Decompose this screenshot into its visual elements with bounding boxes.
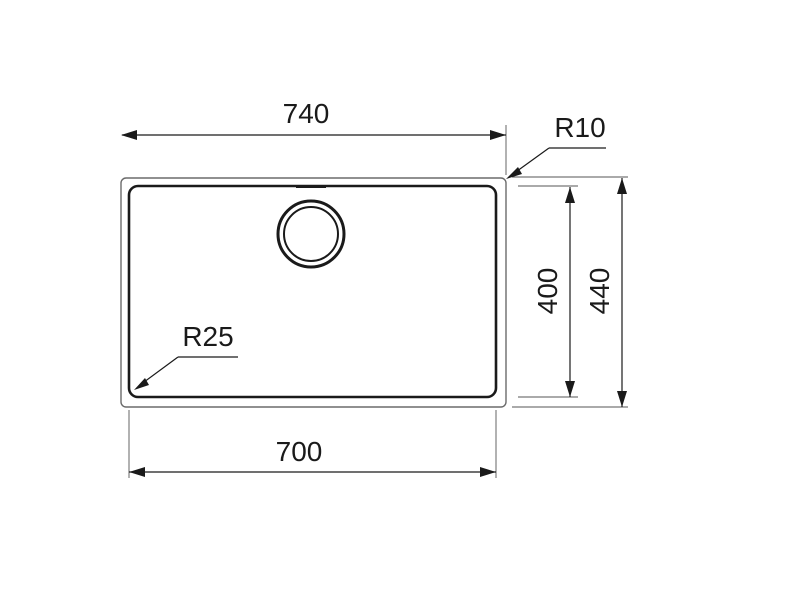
dim-overall-width-label: 740 [283,98,330,129]
callout-outer-radius-label: R10 [554,112,605,143]
callout-inner-radius: R25 [134,321,238,390]
dim-bowl-depth-label: 400 [532,268,563,315]
drain-hole [276,199,346,269]
callout-outer-radius: R10 [506,112,606,179]
sink-outer-outline [120,177,507,408]
dim-bowl-depth: 400 [518,185,578,398]
dim-overall-width: 740 [121,98,507,175]
dim-overall-depth: 440 [512,176,628,408]
dim-overall-depth-label: 440 [584,268,615,315]
dim-bowl-width-label: 700 [276,436,323,467]
callout-inner-radius-label: R25 [182,321,233,352]
bowl-inner-outline [127,184,498,399]
dim-bowl-width: 700 [128,410,497,478]
